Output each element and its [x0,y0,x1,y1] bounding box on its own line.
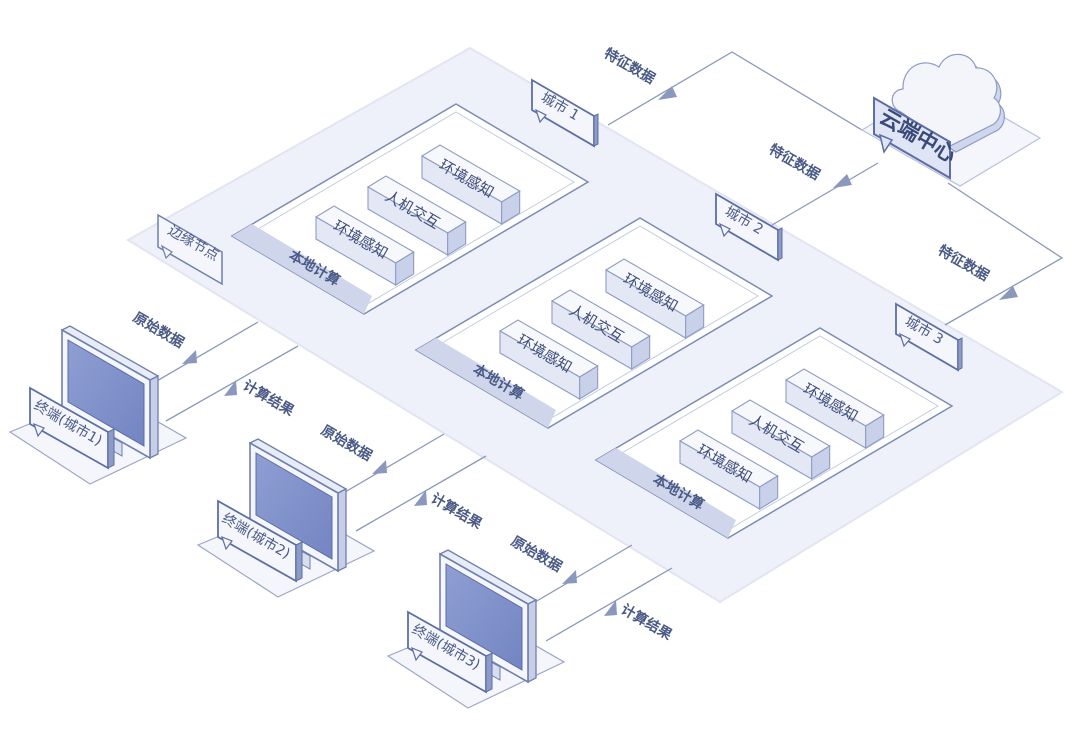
compute-result-label: 计算结果 [240,377,298,420]
monitor-icon [60,325,160,460]
terminal-arrows [182,350,617,616]
monitor-icon [248,438,348,573]
raw-data-label: 原始数据 [508,533,565,576]
function-block: 人机交互 [366,175,467,256]
feature-data-arrows [658,86,1018,300]
function-block: 人机交互 [730,399,831,480]
feature-data-label-3: 特征数据 [935,242,992,285]
local-compute-strip [232,224,372,314]
function-block: 环境感知 [604,258,705,339]
local-compute-strip [596,448,736,538]
compute-result-label: 计算结果 [618,601,676,644]
local-compute-strip [416,338,556,428]
compute-result-label: 计算结果 [428,490,486,533]
raw-data-label: 原始数据 [130,309,187,352]
cloud-center: 云端中心 [860,53,1042,187]
function-block: 环境感知 [678,429,779,510]
function-block: 人机交互 [550,289,651,370]
feature-data-links [607,51,1064,326]
feature-data-label-2: 特征数据 [766,141,823,184]
raw-data-label: 原始数据 [318,422,375,465]
function-block: 环境感知 [784,368,885,449]
terminal-links [149,321,673,642]
feature-data-label-1: 特征数据 [601,45,658,88]
